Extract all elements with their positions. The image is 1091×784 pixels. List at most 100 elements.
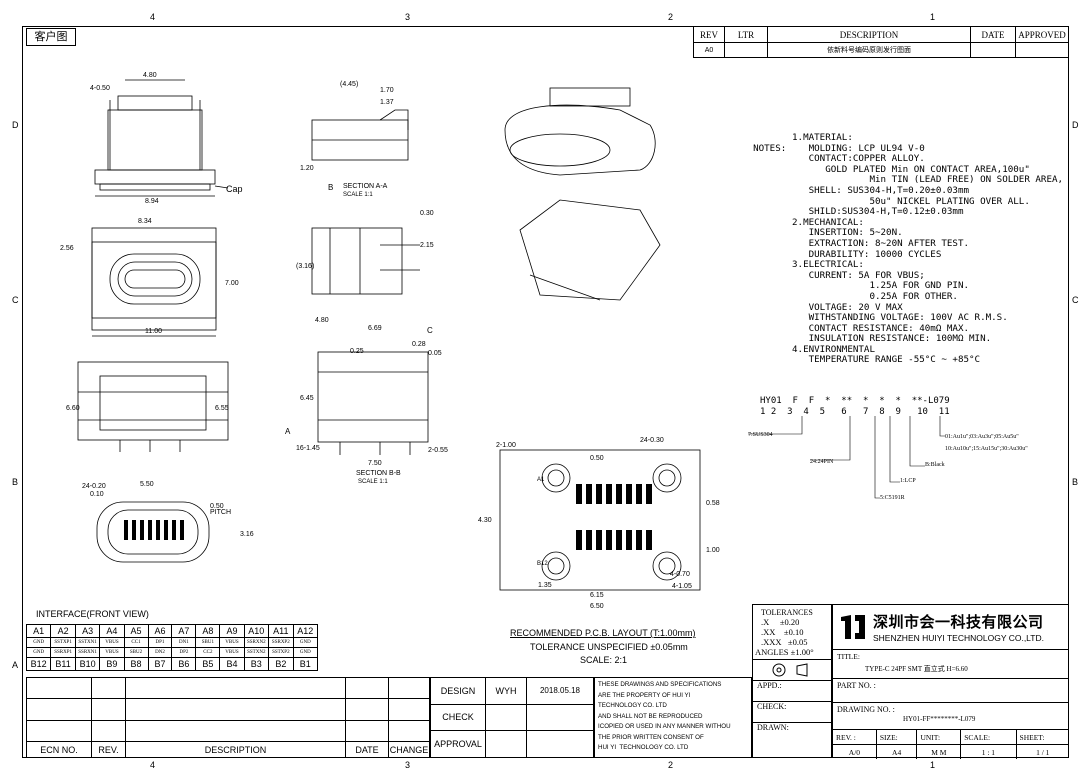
appd-label: APPD.: <box>753 680 831 701</box>
dim-4-80-b: 4.80 <box>315 317 329 324</box>
interface-cell: GND <box>292 647 319 658</box>
pcb-title: RECOMMENDED P.C.B. LAYOUT (T:1.00mm) <box>510 628 696 638</box>
dim-0-30: 0.30 <box>420 210 434 217</box>
pcb-row-top-label: A1 <box>537 477 545 483</box>
code-legend-pins: 24:24PIN <box>810 459 834 465</box>
iso-view-top <box>504 87 656 176</box>
notes-line: WITHSTANDING VOLTAGE: 100V AC R.M.S. <box>792 312 1008 324</box>
datum-b: B <box>328 183 333 192</box>
interface-cell: VBUS <box>99 647 125 658</box>
interface-cell: SSRXP2 <box>268 637 294 648</box>
drawing-frame <box>22 26 1069 758</box>
notes-line: CURRENT: 5A FOR VBUS; <box>792 269 925 281</box>
interface-cell: A9 <box>219 624 245 638</box>
interface-cell: VBUS <box>219 637 245 648</box>
dim-8-94: 8.94 <box>145 198 159 205</box>
interface-cell: B7 <box>147 657 173 671</box>
notes-line: 2.MECHANICAL: <box>792 216 864 228</box>
date-header: DATE <box>345 741 389 758</box>
iso-view-bottom <box>519 199 661 301</box>
size-meta-label: SIZE: <box>875 729 918 745</box>
notes-line: SHELL: SUS304-H,T=0.20±0.03mm <box>792 184 970 196</box>
tol-row-1: .X ±0.20 <box>761 617 800 627</box>
notes-line: VOLTAGE: 20 V MAX <box>792 301 903 313</box>
dim-4-45: (4.45) <box>340 81 358 88</box>
dim-0-50-pcb: 0.50 <box>590 455 604 462</box>
notes-line: SHILD:SUS304-H,T=0.12±0.03mm <box>792 206 964 218</box>
part-no-field: PART NO. : <box>833 679 1068 703</box>
customer-drawing-label: 客户图 <box>26 28 76 46</box>
front-view-top <box>94 79 229 197</box>
zone-bottom-2: 2 <box>668 760 674 770</box>
dim-16-1-45: 16-1.45 <box>296 445 320 452</box>
interface-cell: B4 <box>219 657 245 671</box>
interface-cell: SSRXN1 <box>74 647 101 658</box>
dim-6-69: 6.69 <box>368 325 382 332</box>
interface-cell: SSRXP1 <box>50 647 76 658</box>
dim-0-50: 0.50 <box>210 503 224 510</box>
revision-table: REV LTR DESCRIPTION DATE APPROVED A0 依新料… <box>693 26 1069 58</box>
title-value: TYPE-C 24PF SMT 直立式 H=6.60 <box>865 665 968 673</box>
rev-meta-value: A/0 <box>832 744 877 760</box>
top-view <box>91 227 217 337</box>
checkd-label: CHECK: <box>753 701 831 722</box>
zone-right-c: C <box>1072 295 1079 305</box>
interface-cell: DP2 <box>171 647 197 658</box>
zone-right-d: D <box>1072 120 1079 130</box>
scale-meta-label: SCALE: <box>960 729 1017 745</box>
rev-meta-label: REV. : <box>832 729 877 745</box>
interface-cell: A7 <box>171 624 197 638</box>
code-legend-contact: 5:C5191R <box>880 495 905 501</box>
dim-4-1-05: 4-1.05 <box>672 583 692 590</box>
dim-1-37: 1.37 <box>380 99 394 106</box>
zone-left-b: B <box>12 477 19 487</box>
notes-line: INSULATION RESISTANCE: 100MΩ MIN. <box>792 333 992 345</box>
size-meta-value: A4 <box>875 744 918 760</box>
dim-4-30: 4.30 <box>478 517 492 524</box>
interface-cell: B2 <box>268 657 294 671</box>
interface-cell: SBU2 <box>123 647 149 658</box>
tol-row-4: ANGLES ±1.00° <box>755 647 814 657</box>
zone-right-b: B <box>1072 477 1079 487</box>
code-legend-material: 1:LCP <box>900 478 916 484</box>
dim-1-35: 1.35 <box>538 582 552 589</box>
unit-meta-label: UNIT: <box>916 729 962 745</box>
dim-1-00: 1.00 <box>706 547 720 554</box>
interface-cell: A2 <box>50 624 76 638</box>
zone-left-d: D <box>12 120 19 130</box>
interface-cell: SSTXN2 <box>243 647 270 658</box>
notes-line: TEMPERATURE RANGE -55°C ~ +85°C <box>792 354 981 366</box>
interface-cell: SSTXN1 <box>74 637 101 648</box>
pcb-tolerance: TOLERANCE UNSPECIFIED ±0.05mm <box>530 642 688 652</box>
change-header: CHANGE <box>388 741 430 758</box>
dim-3-16-paren: (3.16) <box>296 263 314 270</box>
interface-cell: A10 <box>243 624 270 638</box>
tolerances-label: TOLERANCES <box>761 608 813 617</box>
interface-cell: A4 <box>99 624 125 638</box>
projection-symbol <box>753 659 831 680</box>
interface-cell: B9 <box>99 657 125 671</box>
dim-24-0-30: 24-0.30 <box>640 437 664 444</box>
dim-2-0-55: 2-0.55 <box>428 447 448 454</box>
interface-cell: GND <box>292 637 319 648</box>
interface-cell: CC2 <box>195 647 221 658</box>
dim-0-58: 0.58 <box>706 500 720 507</box>
interface-cell: A11 <box>268 624 294 638</box>
interface-cell: A1 <box>25 624 52 638</box>
interface-cell: SSTXP2 <box>268 647 294 658</box>
notes-line: 4.ENVIRONMENTAL <box>792 343 875 355</box>
dim-6-15: 6.15 <box>590 592 604 599</box>
notes-line: EXTRACTION: 8~20N AFTER TEST. <box>792 237 970 249</box>
interface-cell: GND <box>25 637 52 648</box>
sheet-meta-label: SHEET: <box>1015 729 1070 745</box>
dim-0-10: 0.10 <box>90 491 104 498</box>
interface-cell: DP1 <box>147 637 173 648</box>
side-view <box>77 361 229 452</box>
pcb-row-bottom-label: B12 <box>537 561 548 567</box>
notes-line: 1.25A FOR GND PIN. <box>792 280 970 292</box>
tol-row-3: .XXX ±0.05 <box>761 637 808 647</box>
zone-bottom-4: 4 <box>150 760 156 770</box>
interface-cell: A6 <box>147 624 173 638</box>
dim-6-45: 6.45 <box>300 395 314 402</box>
